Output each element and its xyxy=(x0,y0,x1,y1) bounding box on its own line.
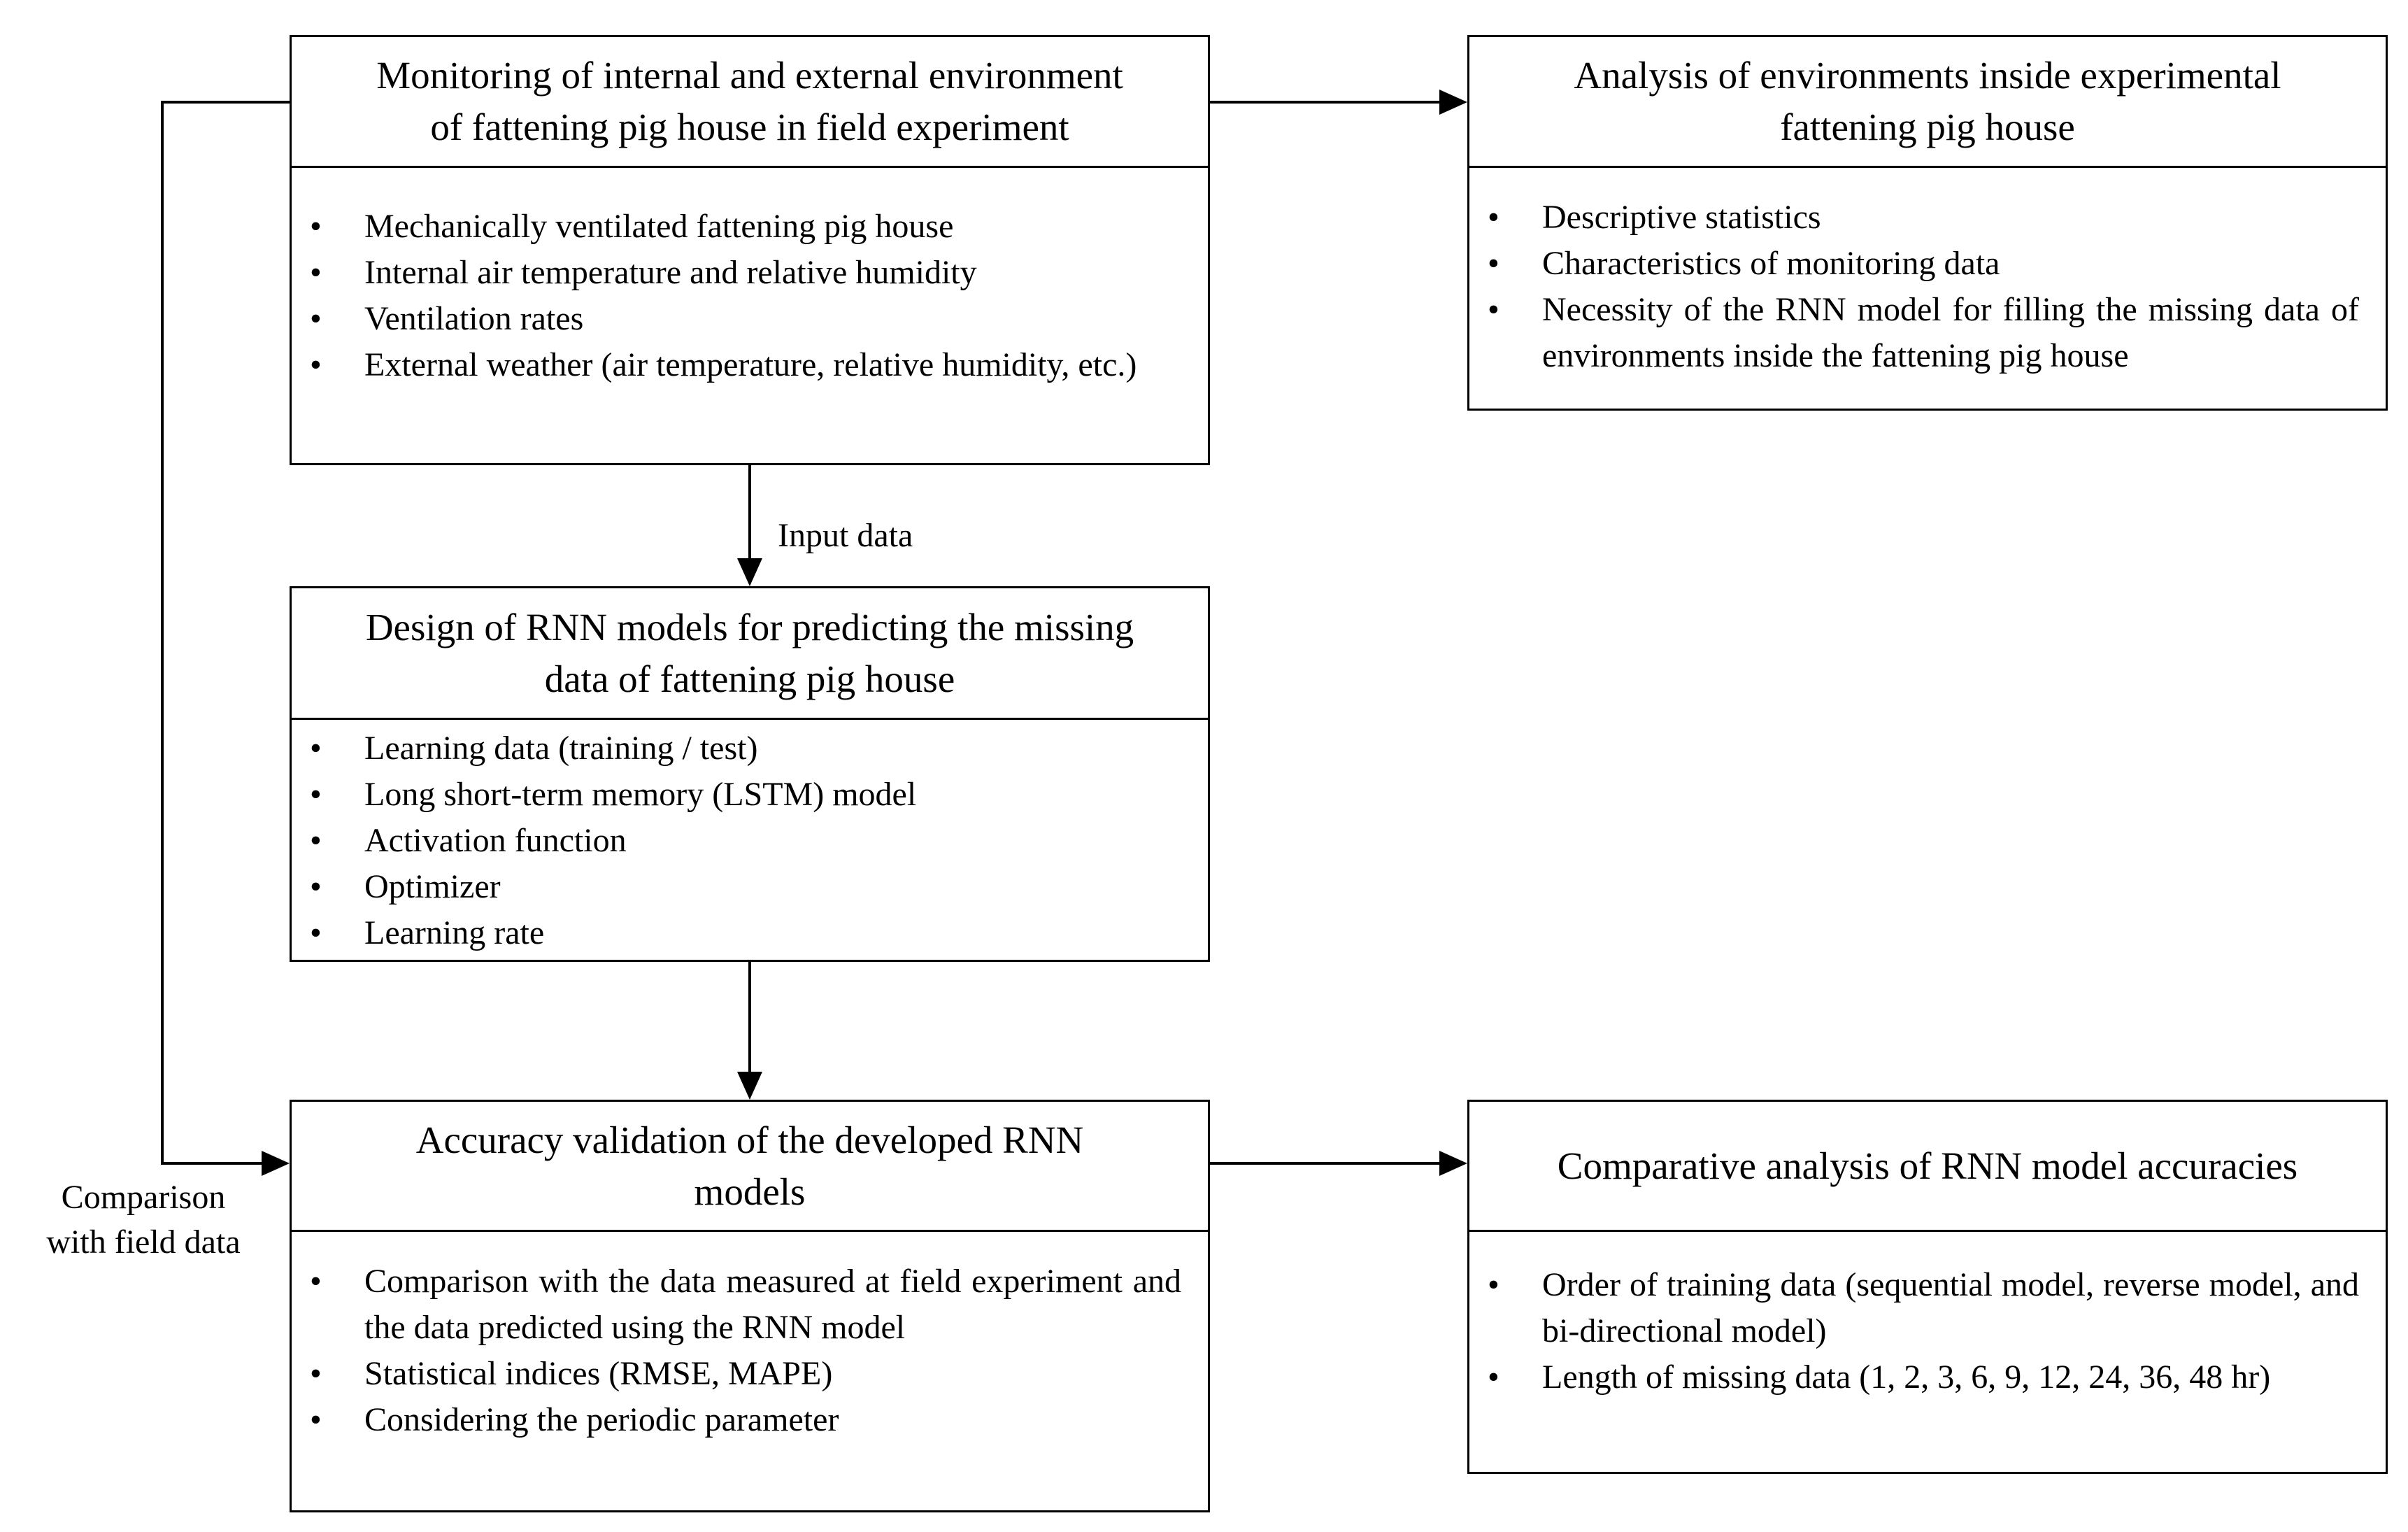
comparison-label: Comparison with field data xyxy=(21,1175,266,1265)
list-item: Order of training data (sequential model… xyxy=(1469,1262,2359,1354)
list-item: Optimizer xyxy=(292,864,1181,910)
comparison-label-line1: Comparison xyxy=(61,1179,226,1216)
list-item: Comparison with the data measured at fie… xyxy=(292,1258,1181,1351)
list-item: Considering the periodic parameter xyxy=(292,1397,1181,1443)
arrowhead-icon xyxy=(262,1151,290,1176)
design-title-line1: Design of RNN models for predicting the … xyxy=(365,605,1134,648)
list-item: Long short-term memory (LSTM) model xyxy=(292,772,1181,818)
analysis-bullet-list: Descriptive statistics Characteristics o… xyxy=(1469,194,2359,379)
arrowhead-icon xyxy=(737,558,762,586)
arrowhead-icon xyxy=(1439,90,1467,115)
design-box: Design of RNN models for predicting the … xyxy=(290,586,1210,962)
monitoring-title-line1: Monitoring of internal and external envi… xyxy=(376,54,1123,97)
input-data-text: Input data xyxy=(778,517,913,554)
list-item: Characteristics of monitoring data xyxy=(1469,241,2359,287)
design-title-line2: data of fattening pig house xyxy=(544,657,955,700)
comparative-box-title: Comparative analysis of RNN model accura… xyxy=(1469,1102,2386,1232)
analysis-title-line1: Analysis of environments inside experime… xyxy=(1574,54,2281,97)
list-item: External weather (air temperature, relat… xyxy=(292,342,1181,388)
input-data-label: Input data xyxy=(778,513,913,558)
comparative-box: Comparative analysis of RNN model accura… xyxy=(1467,1100,2388,1474)
analysis-box: Analysis of environments inside experime… xyxy=(1467,35,2388,411)
list-item: Ventilation rates xyxy=(292,296,1181,342)
arrowhead-icon xyxy=(1439,1151,1467,1176)
monitoring-box: Monitoring of internal and external envi… xyxy=(290,35,1210,465)
list-item: Internal air temperature and relative hu… xyxy=(292,250,1181,296)
comparative-title-line1: Comparative analysis of RNN model accura… xyxy=(1557,1144,2298,1187)
monitoring-box-title: Monitoring of internal and external envi… xyxy=(292,37,1208,168)
arrow-comparison-loop xyxy=(161,101,290,1165)
validation-box-title: Accuracy validation of the developed RNN… xyxy=(292,1102,1208,1232)
analysis-title-line2: fattening pig house xyxy=(1780,106,2075,148)
design-bullet-list: Learning data (training / test) Long sho… xyxy=(292,725,1181,956)
validation-box: Accuracy validation of the developed RNN… xyxy=(290,1100,1210,1512)
validation-title-line2: models xyxy=(694,1170,806,1213)
arrowhead-icon xyxy=(737,1072,762,1100)
validation-title-line1: Accuracy validation of the developed RNN xyxy=(415,1118,1084,1161)
list-item: Mechanically ventilated fattening pig ho… xyxy=(292,204,1181,250)
list-item: Statistical indices (RMSE, MAPE) xyxy=(292,1351,1181,1397)
validation-bullet-list: Comparison with the data measured at fie… xyxy=(292,1258,1181,1443)
design-box-title: Design of RNN models for predicting the … xyxy=(292,588,1208,720)
list-item: Length of missing data (1, 2, 3, 6, 9, 1… xyxy=(1469,1354,2359,1400)
monitoring-title-line2: of fattening pig house in field experime… xyxy=(430,106,1069,148)
list-item: Learning data (training / test) xyxy=(292,725,1181,772)
list-item: Necessity of the RNN model for filling t… xyxy=(1469,287,2359,379)
analysis-box-title: Analysis of environments inside experime… xyxy=(1469,37,2386,168)
monitoring-bullet-list: Mechanically ventilated fattening pig ho… xyxy=(292,204,1181,388)
list-item: Learning rate xyxy=(292,910,1181,956)
list-item: Descriptive statistics xyxy=(1469,194,2359,241)
list-item: Activation function xyxy=(292,818,1181,864)
comparison-label-line2: with field data xyxy=(46,1224,241,1261)
comparative-bullet-list: Order of training data (sequential model… xyxy=(1469,1262,2359,1400)
